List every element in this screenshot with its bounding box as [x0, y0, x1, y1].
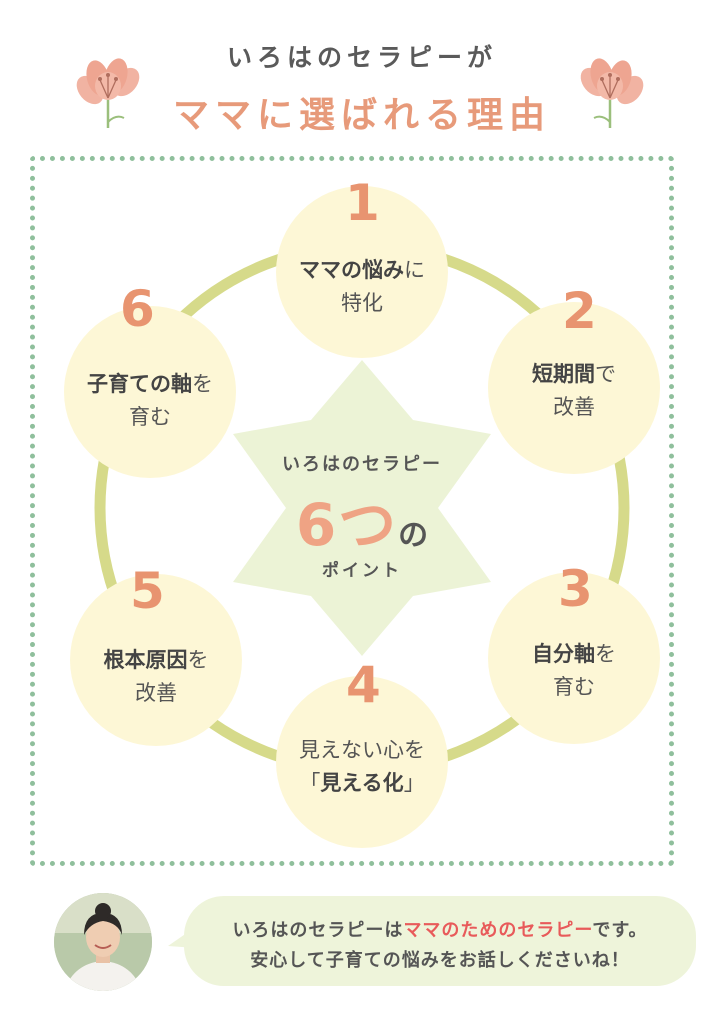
point-6-line2: 育む: [129, 404, 171, 429]
header-title: ママに選ばれる理由: [172, 95, 551, 136]
point-number-6: 6: [120, 280, 155, 338]
point-number-2: 2: [562, 282, 597, 340]
avatar: [54, 893, 152, 991]
point-3-bold: 自分軸: [532, 642, 595, 666]
avatar-portrait-icon: [54, 893, 152, 991]
flower-right-icon: [580, 58, 644, 128]
point-number-4: 4: [346, 656, 381, 714]
dotted-frame: [30, 156, 674, 866]
point-6-bold: 子育ての軸: [87, 372, 192, 396]
message-line1-pre: いろはのセラピーは: [232, 920, 404, 941]
point-1-text: ママの悩みに 特化: [262, 254, 462, 319]
circle-3: [488, 572, 660, 744]
point-4-text: 見えない心を 「見える化」: [262, 734, 462, 799]
point-4-bracket-open: 「: [299, 770, 321, 795]
point-4-bold: 見える化: [320, 770, 404, 795]
point-number-5: 5: [130, 562, 165, 620]
circle-5: [70, 574, 242, 746]
flower-left-icon: [76, 58, 140, 128]
point-2-rest: で: [595, 362, 616, 386]
point-1-line2: 特化: [341, 290, 383, 315]
center-line3: ポイント: [322, 561, 402, 581]
point-6-rest: を: [192, 372, 213, 396]
point-3-rest: を: [595, 642, 616, 666]
center-particle: の: [398, 518, 429, 553]
circle-2: [488, 302, 660, 474]
point-number-3: 3: [558, 560, 593, 618]
point-1-bold: ママの悩み: [299, 258, 404, 282]
message-line2: 安心して子育ての悩みをお話しくださいね！: [250, 950, 630, 971]
point-number-1: 1: [345, 174, 380, 232]
message-highlight: ママのためのセラピー: [403, 920, 593, 941]
point-5-line2: 改善: [135, 680, 177, 705]
message-line1: いろはのセラピーはママのためのセラピーです。: [184, 916, 696, 942]
point-5-text: 根本原因を 改善: [56, 644, 256, 709]
center-count: 6つの: [230, 478, 494, 562]
center-count-number: 6つ: [295, 491, 399, 559]
point-4-bracket-close: 」: [403, 770, 425, 795]
point-5-bold: 根本原因: [103, 648, 188, 672]
point-2-text: 短期間で 改善: [474, 358, 674, 423]
circle-1: [276, 186, 448, 358]
point-3-line2: 育む: [553, 674, 595, 699]
header-subtitle: いろはのセラピーが: [226, 43, 497, 72]
point-5-rest: を: [187, 648, 209, 672]
point-1-rest: に: [404, 258, 425, 282]
point-6-text: 子育ての軸を 育む: [50, 368, 250, 433]
point-2-line2: 改善: [553, 394, 595, 419]
speech-bubble: [184, 896, 696, 986]
center-star: [233, 360, 491, 656]
point-3-text: 自分軸を 育む: [474, 638, 674, 703]
center-line1: いろはのセラピー: [282, 454, 442, 475]
point-2-bold: 短期間: [532, 362, 595, 386]
point-4-line1: 見えない心を: [299, 738, 425, 762]
message-line1-post: です。: [592, 920, 648, 941]
circle-4: [276, 676, 448, 848]
circle-6: [64, 306, 236, 478]
